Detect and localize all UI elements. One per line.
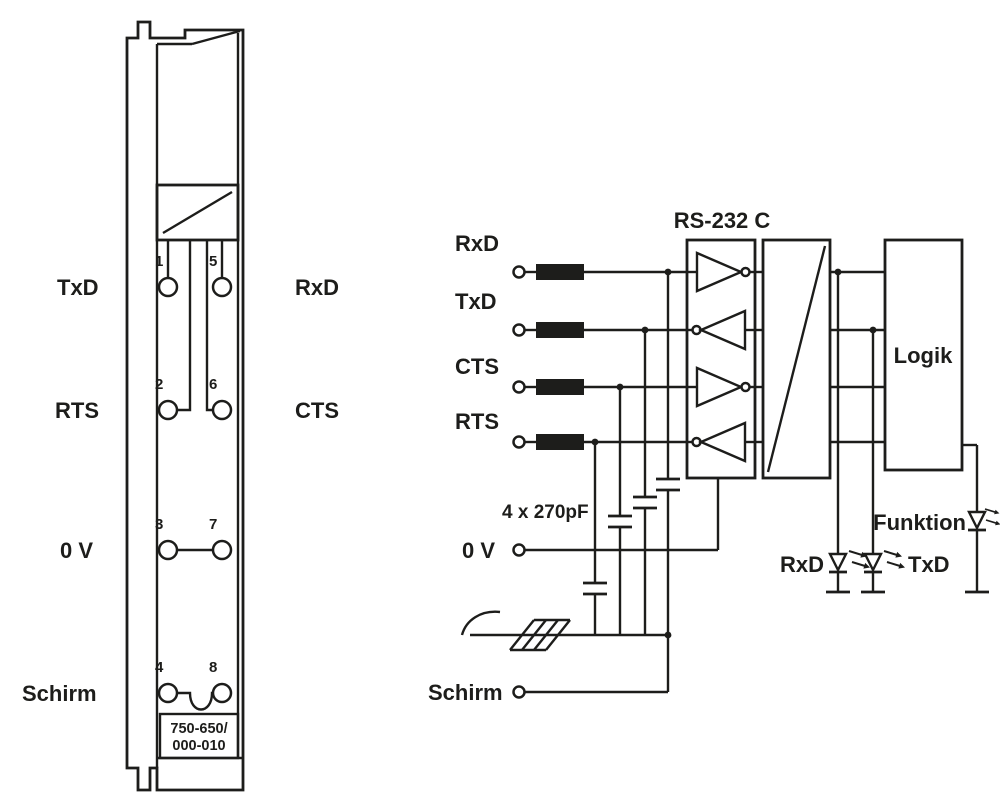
pin-contact-4 (157, 682, 179, 704)
pin-number-1: 1 (155, 253, 163, 270)
pin-number-4: 4 (155, 659, 164, 676)
buffer-triangle-3 (695, 366, 745, 408)
resistor-cts (536, 379, 584, 395)
led-txd-triangle (863, 552, 883, 573)
isolation-box (155, 183, 240, 242)
pin-number-8: 8 (209, 659, 217, 676)
circuit-terminals (512, 265, 526, 699)
led-label-txd: TxD (908, 552, 950, 577)
buffer-bubble-1 (740, 266, 751, 278)
pin-contact-7 (211, 539, 233, 561)
logic-block: Logik (883, 238, 964, 472)
module-isolation-symbol (155, 183, 240, 242)
resistor-rxd (536, 264, 584, 280)
module-label-rts: RTS (55, 398, 99, 423)
led-rxd-arrow-2 (851, 561, 871, 570)
terminal-rts (512, 435, 526, 449)
led-label-funktion: Funktion (873, 510, 966, 535)
pin-contact-2 (157, 399, 179, 421)
wire-pin6 (205, 240, 213, 412)
circuit-signal-labels: RxD TxD CTS RTS (455, 231, 499, 434)
transceiver-box (685, 238, 757, 480)
logic-box (883, 238, 964, 472)
module-label-rxd: RxD (295, 275, 339, 300)
rs232-transceiver-block: RS-232 C (674, 208, 771, 480)
io-module-drawing: 1 5 2 6 3 7 4 8 TxD RxD RTS CTS 0 V Schi… (22, 20, 339, 792)
module-outline (125, 20, 245, 792)
pin-number-2: 2 (155, 376, 163, 393)
terminal-0v (512, 543, 526, 557)
zero-volt-rail: 0 V (462, 478, 720, 563)
module-label-txd: TxD (57, 275, 99, 300)
led-funktion-triangle (967, 510, 987, 531)
terminal-rxd (512, 265, 526, 279)
rs232-title: RS-232 C (674, 208, 771, 233)
capacitors-label: 4 x 270pF (502, 502, 589, 523)
terminal-schirm (512, 685, 526, 699)
resistor-txd (536, 322, 584, 338)
wire-shield-link (177, 691, 214, 711)
part-number-line1: 750-650/ (170, 721, 227, 737)
circuit-label-schirm: Schirm (428, 680, 503, 705)
module-label-schirm: Schirm (22, 681, 97, 706)
pin-contact-5 (211, 276, 233, 298)
circuit-label-rts: RTS (455, 409, 499, 434)
led-label-rxd: RxD (780, 552, 824, 577)
circuit-label-0v: 0 V (462, 538, 495, 563)
module-pin-contacts (157, 276, 233, 704)
pin-contact-6 (211, 399, 233, 421)
pin-contact-1 (157, 276, 179, 298)
din-rail-symbol (509, 618, 571, 652)
pin-number-3: 3 (155, 516, 163, 533)
circuit-label-rxd: RxD (455, 231, 499, 256)
earth-symbol (460, 610, 501, 636)
part-number-line2: 000-010 (172, 738, 225, 754)
status-leds: RxD TxD Funktion (780, 268, 1000, 594)
module-signal-labels: TxD RxD RTS CTS 0 V Schirm (22, 275, 339, 706)
terminal-txd (512, 323, 526, 337)
buffer-bubble-3 (740, 381, 751, 393)
buffer-triangle-2 (697, 309, 747, 351)
isolation-block-slash (766, 245, 827, 473)
circuit-label-txd: TxD (455, 289, 497, 314)
module-part-number: 750-650/ 000-010 (158, 712, 240, 760)
module-face-edges (155, 29, 243, 768)
pin-number-7: 7 (209, 516, 217, 533)
led-txd-arrow-1 (883, 550, 903, 559)
buffer-triangle-1 (695, 251, 745, 293)
module-pin-numbers: 1 5 2 6 3 7 4 8 (155, 253, 217, 676)
wire-pin2 (177, 240, 192, 412)
module-internal-wiring (166, 240, 224, 711)
module-label-0v: 0 V (60, 538, 93, 563)
circuit-label-cts: CTS (455, 354, 499, 379)
pin-number-5: 5 (209, 253, 217, 270)
earth-and-shield: Schirm (428, 610, 672, 705)
top-bevel-line (191, 29, 241, 46)
buffer-triangle-4 (697, 421, 747, 463)
galvanic-isolation-symbol (761, 238, 832, 480)
pin-contact-3 (157, 539, 179, 561)
led-funktion-arrow-1 (984, 508, 1000, 516)
isolation-slash (162, 190, 233, 235)
module-label-cts: CTS (295, 398, 339, 423)
circuit-diagram: RxD TxD CTS RTS (428, 208, 1000, 705)
series-resistors (536, 264, 584, 450)
filter-capacitors: 4 x 270pF (502, 268, 680, 635)
logic-label: Logik (894, 343, 953, 368)
resistor-rts (536, 434, 584, 450)
isolation-block-box (761, 238, 832, 480)
part-number-box (158, 712, 240, 760)
pin-contact-8 (211, 682, 233, 704)
led-funktion-arrow-2 (985, 519, 1000, 527)
led-txd-arrow-2 (886, 561, 906, 570)
terminal-cts (512, 380, 526, 394)
pin-number-6: 6 (209, 376, 217, 393)
led-rxd-triangle (828, 552, 848, 573)
